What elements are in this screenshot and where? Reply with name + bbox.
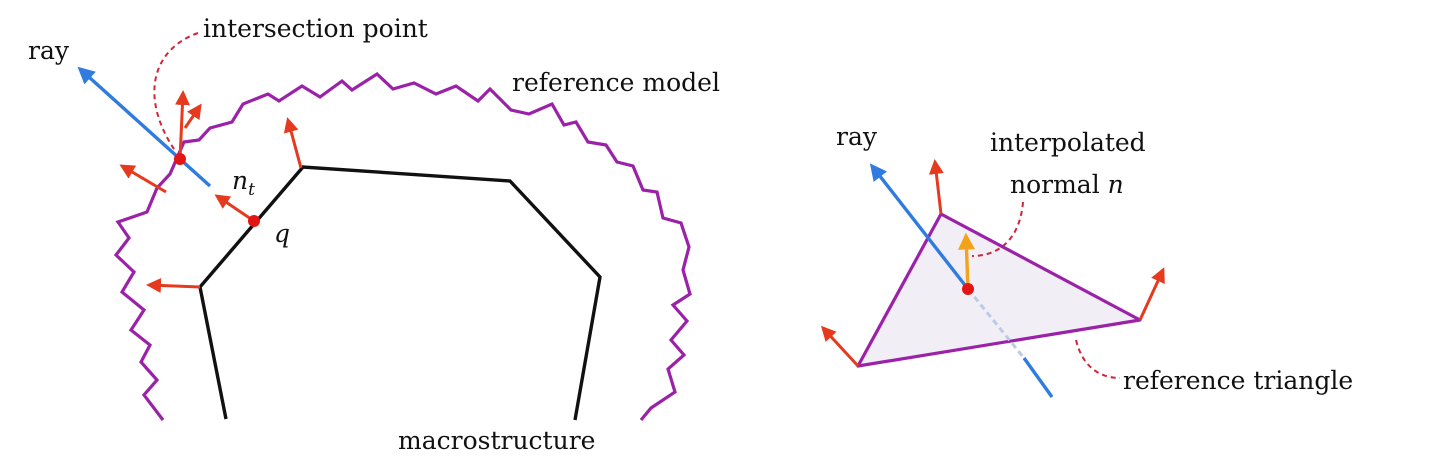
macrostructure-outline: [198, 165, 602, 421]
normal-n-symbol: n: [1107, 170, 1124, 199]
intersection-point-label: intersection point: [203, 14, 428, 43]
normal-nt-label: nt: [232, 166, 255, 199]
ray-label-right: ray: [836, 122, 877, 151]
reference-model-label: reference model: [512, 68, 720, 97]
reference-model-surface: [113, 71, 692, 422]
vertex-normal-arrow: [928, 159, 944, 215]
normal-word: normal: [1010, 170, 1100, 199]
vertex-normal-arrow: [1138, 267, 1165, 321]
normal-arrow: [146, 277, 201, 293]
normal-arrow: [119, 164, 167, 194]
ray-left: [77, 66, 212, 188]
interpolated-normal-arrow: [958, 232, 976, 290]
normal-arrow: [214, 194, 255, 223]
normal-arrow: [183, 103, 202, 129]
hit-point: [962, 283, 974, 295]
vertex-normal-arrow: [820, 325, 860, 368]
reference-triangle: [856, 212, 1142, 368]
interpolated-normal-leader: [971, 201, 1024, 257]
point-q: [248, 215, 260, 227]
ray-right-lower: [1022, 357, 1054, 398]
ray-label-left: ray: [28, 36, 69, 65]
macrostructure-label: macrostructure: [398, 426, 596, 455]
normal-symbol: n: [232, 166, 249, 195]
interpolated-label: interpolated: [990, 128, 1146, 157]
intersection-point: [174, 153, 186, 165]
ray-right-upper: [869, 163, 970, 291]
intersection-leader: [153, 32, 199, 153]
point-q-label: q: [274, 219, 291, 248]
normal-arrow: [283, 117, 303, 169]
reference-triangle-label: reference triangle: [1123, 366, 1354, 395]
normal-arrow: [174, 90, 190, 160]
reference-triangle-leader: [1075, 339, 1121, 379]
normal-subscript: t: [248, 180, 255, 200]
ray-hidden-segment: [966, 288, 1026, 359]
interpolated-normal-label: normal n: [1010, 172, 1124, 197]
